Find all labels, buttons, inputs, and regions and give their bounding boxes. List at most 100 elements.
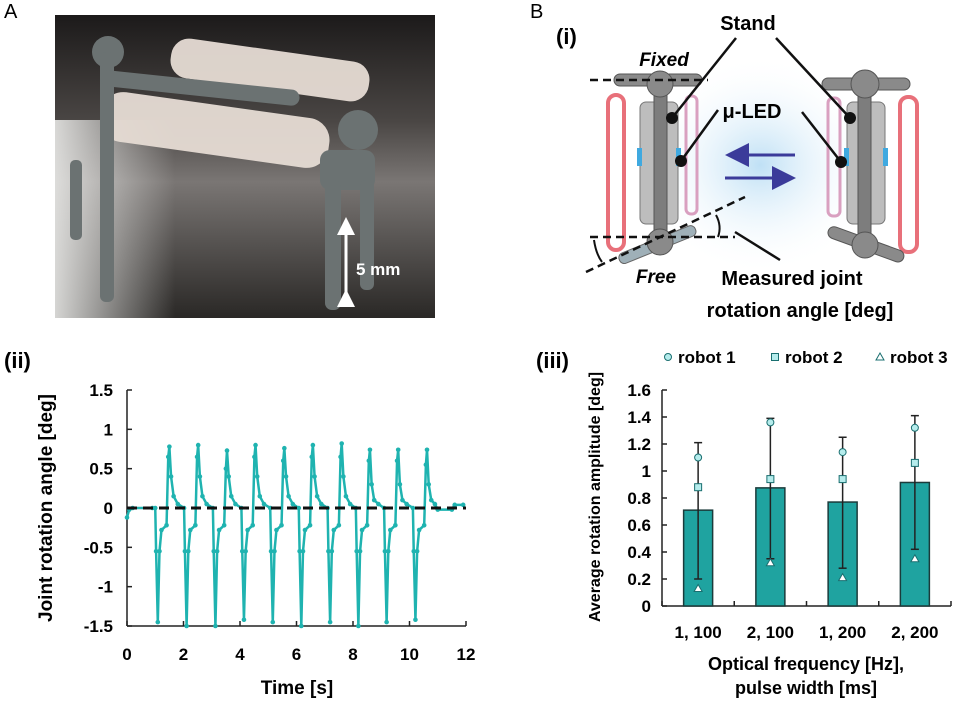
data-point: [233, 501, 238, 507]
data-point: [424, 447, 430, 453]
y-axis-title: Average rotation amplitude [deg]: [587, 372, 604, 622]
robot-marker-circle: [838, 448, 847, 457]
data-point: [175, 501, 181, 507]
data-point: [395, 447, 401, 453]
x-tick-label: 0: [122, 645, 131, 664]
x-axis-title-line2: pulse width [ms]: [735, 678, 877, 698]
data-point: [164, 523, 169, 528]
data-point: [299, 623, 304, 629]
y-tick-label: 1.2: [627, 435, 651, 454]
panel-label-b: B: [530, 1, 543, 23]
data-point: [286, 493, 291, 499]
data-point: [194, 454, 200, 460]
robot-marker-circle: [910, 423, 919, 432]
robot-marker-circle: [766, 418, 775, 427]
data-point: [214, 548, 220, 554]
data-point: [280, 458, 286, 464]
x-tick-label: 2: [179, 645, 188, 664]
data-point: [329, 548, 335, 554]
data-point: [384, 619, 389, 625]
data-point: [223, 466, 229, 471]
label-fixed: Fixed: [639, 50, 689, 71]
data-point: [226, 474, 231, 479]
series-line: [125, 443, 464, 627]
robot-marker-triangle: [765, 557, 776, 567]
y-tick-label: 1.6: [627, 381, 651, 400]
data-point: [421, 523, 427, 528]
data-point: [339, 441, 345, 446]
data-point: [336, 523, 342, 528]
data-point: [371, 497, 377, 503]
data-point: [319, 501, 324, 507]
data-point: [268, 548, 274, 554]
y-tick-label: 0.5: [89, 460, 113, 479]
data-point: [193, 523, 198, 528]
data-point: [216, 527, 222, 533]
data-point: [200, 493, 205, 499]
data-point: [261, 501, 267, 507]
y-tick-label: 1.4: [627, 408, 651, 427]
label-led: μ-LED: [723, 101, 782, 123]
robot-marker-triangle: [910, 553, 920, 563]
robot-marker-triangle: [837, 572, 848, 582]
data-point: [243, 548, 248, 554]
data-point: [326, 548, 331, 554]
data-point: [171, 493, 176, 499]
data-point: [297, 548, 302, 554]
data-point: [168, 474, 174, 479]
data-point: [416, 527, 422, 533]
data-point: [367, 447, 373, 453]
data-point: [428, 497, 434, 503]
legend-marker-square: [771, 353, 779, 361]
label-stand: Stand: [720, 13, 776, 35]
robot-photo: [55, 15, 435, 318]
data-point: [184, 623, 189, 629]
y-tick-label: 0.2: [627, 570, 651, 589]
data-point: [394, 458, 400, 464]
data-point: [195, 442, 201, 448]
data-point: [159, 527, 164, 533]
data-point: [423, 462, 429, 468]
y-tick-label: 0: [642, 597, 651, 616]
data-point: [302, 527, 308, 533]
data-point: [283, 474, 289, 479]
data-point: [152, 505, 158, 511]
y-tick-label: 1: [104, 420, 113, 439]
y-tick-label: 0.8: [627, 489, 651, 508]
data-point: [357, 548, 363, 554]
data-point: [213, 623, 218, 629]
data-point: [279, 523, 284, 528]
data-point: [221, 523, 227, 528]
data-point: [426, 482, 432, 487]
data-point: [239, 548, 245, 554]
x-tick-label: 1, 200: [819, 623, 866, 642]
legend-marker-circle: [664, 353, 672, 361]
data-point: [376, 501, 381, 507]
label-measured-line2: rotation angle [deg]: [707, 300, 894, 322]
data-point: [290, 501, 296, 507]
data-point: [341, 474, 346, 479]
robot-marker-circle: [694, 453, 703, 462]
y-tick-label: -1.5: [84, 617, 113, 636]
data-point: [354, 548, 359, 554]
data-point: [386, 548, 391, 554]
data-point: [186, 548, 191, 554]
data-point: [187, 527, 193, 533]
x-tick-label: 8: [348, 645, 357, 664]
data-point: [253, 442, 258, 448]
panel-label-a: A: [4, 1, 18, 23]
y-axis-title: Joint rotation angle [deg]: [36, 394, 57, 622]
data-point: [155, 619, 161, 625]
data-point: [241, 617, 247, 623]
label-free: Free: [636, 267, 677, 288]
x-axis-title-line1: Optical frequency [Hz],: [708, 654, 904, 674]
data-point: [314, 493, 320, 499]
data-point: [211, 548, 217, 554]
data-point: [404, 501, 409, 507]
robot-marker-square: [910, 458, 919, 467]
data-point: [338, 454, 343, 460]
x-tick-label: 4: [235, 645, 245, 664]
robot-diagram: [585, 37, 919, 275]
data-point: [307, 523, 313, 528]
